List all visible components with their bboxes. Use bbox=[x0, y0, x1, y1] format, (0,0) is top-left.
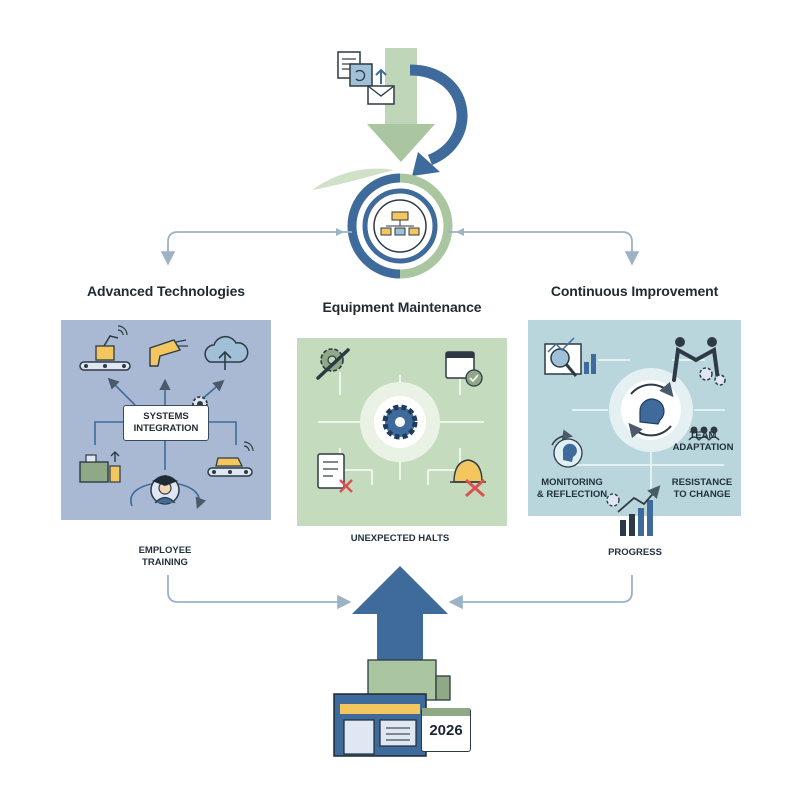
equipment-maintenance-title: Equipment Maintenance bbox=[322, 299, 482, 315]
sync-document-icon bbox=[349, 63, 373, 87]
monitoring-reflection-line-2: & REFLECTION bbox=[536, 489, 608, 500]
checklist-error-icon bbox=[317, 453, 353, 493]
progress-label: PROGRESS bbox=[608, 547, 662, 558]
advanced-technologies-title: Advanced Technologies bbox=[87, 283, 245, 299]
factory-upgrade-icon bbox=[79, 451, 121, 483]
top-swoosh bbox=[312, 168, 394, 190]
wrench-gear-icon bbox=[316, 348, 350, 380]
head-cycle-icon bbox=[639, 398, 665, 425]
monitoring-reflection-label: MONITORING & REFLECTION bbox=[532, 477, 612, 501]
head-refresh-icon bbox=[551, 429, 583, 468]
graduate-person-icon bbox=[150, 475, 180, 505]
resistance-to-change-line-1: RESISTANCE bbox=[671, 477, 733, 488]
org-chart-icon bbox=[380, 211, 420, 236]
systems-integration-line-2: INTEGRATION bbox=[133, 423, 199, 434]
barcode-scanner-icon bbox=[149, 339, 188, 367]
resistance-to-change-label: RESISTANCE TO CHANGE bbox=[664, 477, 740, 501]
top-cycle-arrowhead bbox=[412, 152, 440, 176]
big-up-arrow bbox=[352, 566, 448, 672]
gear-icon bbox=[382, 404, 418, 440]
calendar-check-icon bbox=[445, 351, 483, 387]
systems-integration-line-1: SYSTEMS bbox=[143, 411, 189, 422]
top-cycle-arrow bbox=[409, 64, 468, 166]
team-adaptation-label: TEAM ADAPTATION bbox=[668, 430, 738, 454]
calendar-year-badge: 2026 bbox=[421, 708, 471, 752]
employee-training-line-1: EMPLOYEE bbox=[138, 545, 192, 556]
team-adaptation-line-2: ADAPTATION bbox=[672, 442, 734, 453]
calendar-top-bar bbox=[422, 708, 470, 716]
chart-magnifier-icon bbox=[544, 337, 596, 377]
factory-building-icon bbox=[333, 659, 451, 757]
top-down-arrow bbox=[367, 48, 435, 162]
conveyor-car-icon bbox=[207, 441, 254, 477]
handshake-team-icon bbox=[672, 337, 726, 386]
team-adaptation-line-1: TEAM bbox=[689, 430, 717, 441]
monitoring-reflection-line-1: MONITORING bbox=[541, 477, 603, 488]
flow-line-left bbox=[167, 575, 352, 610]
employee-training-line-2: TRAINING bbox=[142, 557, 188, 568]
flow-line-right bbox=[448, 575, 633, 610]
hub-connector-right bbox=[448, 231, 640, 266]
alarm-bell-error-icon bbox=[450, 459, 486, 498]
systems-integration-box: SYSTEMS INTEGRATION bbox=[123, 405, 209, 441]
continuous-improvement-title: Continuous Improvement bbox=[550, 283, 719, 299]
envelope-icon bbox=[367, 68, 395, 105]
cloud-upload-icon bbox=[204, 335, 249, 370]
employee-training-label: EMPLOYEE TRAINING bbox=[110, 545, 220, 569]
year-label: 2026 bbox=[429, 722, 463, 739]
resistance-to-change-line-2: TO CHANGE bbox=[673, 489, 731, 500]
growth-bars-icon bbox=[606, 485, 661, 536]
conveyor-robot-icon bbox=[79, 325, 131, 371]
hub-connector-left bbox=[160, 231, 352, 266]
unexpected-halts-label: UNEXPECTED HALTS bbox=[350, 533, 450, 544]
team-icon bbox=[688, 426, 720, 441]
